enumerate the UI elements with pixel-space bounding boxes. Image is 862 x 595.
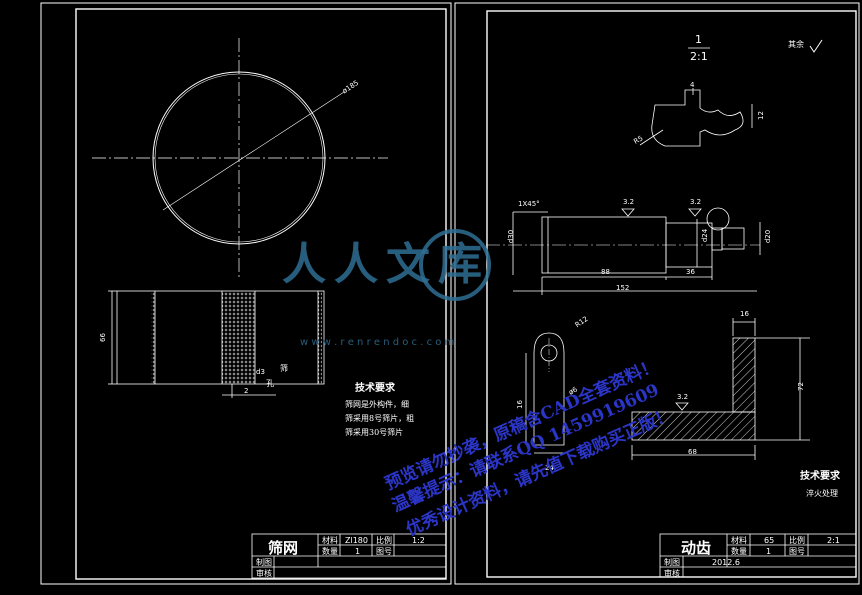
roughness-1: 3.2 — [623, 198, 635, 206]
left-title-block — [251, 533, 447, 579]
left-tech-req-line-2: 筛采用8号筛片，粗 — [345, 414, 415, 423]
left-material-label: 材料 — [322, 536, 338, 545]
plate-dim-16: 16 — [515, 400, 524, 409]
right-title-block — [659, 533, 857, 578]
plate-dim-24: 24 — [545, 464, 554, 472]
tooth-dim-16: 16 — [740, 310, 749, 318]
right-qty-label: 数量 — [731, 547, 747, 556]
left-qty-value: 1 — [355, 547, 361, 556]
right-material-label: 材料 — [731, 536, 747, 545]
link-plate-view — [525, 332, 565, 454]
right-draft-label: 制图 — [664, 558, 680, 567]
roughness-note: 其余 — [788, 40, 804, 49]
right-material-value: 65 — [764, 536, 775, 545]
left-draft-label: 制图 — [256, 558, 272, 567]
height-dim-label: 66 — [98, 333, 107, 342]
left-tech-req-line-3: 筛采用30号筛片 — [345, 428, 404, 437]
shaft-dim-88: 88 — [601, 268, 610, 276]
shaft-view — [486, 207, 761, 295]
tooth-dim-68: 68 — [688, 448, 697, 456]
watermark-url: w w w . r e n r e n d o c . c o m — [300, 337, 455, 348]
right-tech-req-title: 技术要求 — [800, 471, 840, 482]
right-review-label: 审核 — [664, 569, 680, 578]
tooth-dim-72: 72 — [796, 382, 805, 391]
sieve-side-view — [108, 290, 325, 398]
left-qty-label: 数量 — [322, 547, 338, 556]
detail-dim-a: 4 — [690, 81, 695, 89]
shaft-dim-d20: d20 — [764, 229, 773, 244]
pitch-label-b: 孔 — [266, 379, 274, 388]
right-scale-value: 2:1 — [827, 536, 840, 545]
roughness-3: 3.2 — [677, 393, 689, 401]
detail-view — [639, 88, 753, 147]
left-part-name: 筛网 — [268, 539, 299, 557]
pitch-label-a: 筛 — [280, 364, 288, 373]
chamfer-label: 1X45° — [518, 200, 540, 208]
left-drawing-no-label: 图号 — [376, 547, 392, 556]
roughness-check-icon — [809, 39, 823, 53]
scale-denominator: 2:1 — [690, 50, 708, 63]
left-tech-req-line-1: 筛网是外构件，细 — [345, 400, 409, 409]
sheet-borders — [40, 2, 860, 585]
scale-numerator: 1 — [695, 33, 702, 46]
shaft-dim-152: 152 — [616, 284, 630, 292]
right-drawing-no-label: 图号 — [789, 547, 805, 556]
shaft-dim-d24: d24 — [701, 228, 710, 243]
watermark-logo-text: 人人文库 — [282, 239, 490, 290]
right-date-value: 2012.6 — [712, 558, 740, 567]
right-part-name: 动齿 — [681, 539, 712, 557]
renrendoc-logo-icon — [419, 229, 491, 301]
roughness-2: 3.2 — [690, 198, 702, 206]
right-qty-value: 1 — [766, 547, 772, 556]
right-tech-req-line: 淬火处理 — [806, 489, 838, 498]
left-scale-value: 1:2 — [412, 536, 425, 545]
left-material-value: Zl180 — [345, 536, 368, 545]
sieve-circle-view — [92, 38, 388, 280]
right-scale-label: 比例 — [789, 536, 805, 545]
shaft-dim-36: 36 — [686, 268, 695, 276]
left-tech-req-title: 技术要求 — [355, 383, 395, 394]
shaft-dim-d30: d30 — [507, 229, 516, 244]
hole-dim-label: d3 — [256, 368, 265, 376]
detail-dim-b: 12 — [756, 111, 765, 120]
left-review-label: 审核 — [256, 569, 272, 578]
small-dim-label: 2 — [244, 387, 249, 395]
left-scale-label: 比例 — [376, 536, 392, 545]
tooth-section-view — [631, 318, 810, 460]
